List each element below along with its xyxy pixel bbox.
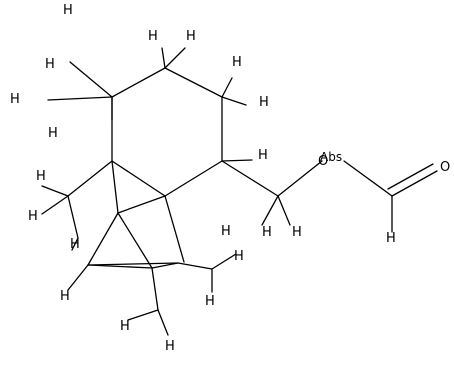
h-label-12: H — [70, 237, 80, 252]
o-label-carbonyl: O — [440, 160, 450, 175]
bond-c6-cx — [111, 160, 119, 214]
bond-h-ca-b — [41, 195, 69, 215]
bond-c5-cx — [117, 195, 166, 214]
bond-co-1 — [391, 170, 438, 197]
bond-h-ch2a — [277, 195, 291, 226]
bond-cc-ce — [87, 262, 179, 266]
bond-layer — [41, 47, 438, 336]
bond-h-c3a — [221, 77, 233, 98]
bond-c1-me1-b — [47, 96, 113, 101]
h-label-16: H — [234, 249, 244, 264]
o-label-ester: O — [318, 154, 328, 169]
bond-ch2-o — [277, 160, 323, 197]
bond-o-c — [343, 160, 393, 197]
bond-h-me-b — [157, 309, 169, 336]
bond-co-2 — [387, 163, 434, 190]
bond-h-ca-a — [41, 185, 69, 197]
h-label-4: H — [48, 126, 58, 141]
h-label-20: H — [120, 319, 130, 334]
bond-c4-ch2 — [221, 160, 279, 197]
bond-cc-cd-1 — [87, 264, 153, 269]
bond-h-cc — [67, 264, 89, 291]
h-label-9: H — [258, 148, 268, 163]
bond-h-c4 — [221, 159, 253, 162]
bond-ca-cb — [67, 195, 79, 239]
bond-cd-me — [151, 267, 159, 311]
h-label-10: H — [36, 169, 46, 184]
h-label-7: H — [232, 55, 242, 70]
h-label-5: H — [148, 29, 158, 44]
h-label-15: H — [221, 224, 231, 239]
bond-c2-c3 — [164, 67, 223, 98]
bond-h-c2b — [164, 47, 186, 69]
bond-h-ch2b — [261, 195, 279, 226]
bond-ce-me — [177, 262, 213, 270]
bond-c6-ca — [67, 160, 113, 197]
bond-c4-c5 — [164, 160, 223, 197]
h-label-11: H — [28, 209, 38, 224]
bond-h-c2a — [161, 47, 166, 69]
h-label-2: H — [45, 57, 55, 72]
bond-c5-ce — [164, 195, 185, 263]
h-label-19: H — [60, 289, 70, 304]
h-label-3: H — [10, 92, 20, 107]
h-label-13: H — [262, 225, 272, 240]
h-label-18: H — [386, 231, 396, 246]
bond-h-c3b — [221, 96, 247, 106]
stereo-abs-flag: Abs — [320, 150, 342, 164]
h-label-8: H — [259, 95, 269, 110]
bond-c1-c2 — [111, 67, 166, 98]
bond-h-cb-a — [71, 237, 79, 251]
h-label-6: H — [186, 29, 196, 44]
h-label-21: H — [165, 339, 175, 354]
bond-cd-ce — [151, 262, 179, 269]
bond-cx-cc — [87, 212, 119, 266]
bond-me-h2 — [211, 253, 237, 270]
h-label-17: H — [205, 294, 215, 309]
h-label-14: H — [292, 225, 302, 240]
bond-c5-c6 — [111, 160, 166, 197]
bond-c1-me1-a — [69, 61, 113, 98]
h-label-1: H — [63, 3, 73, 18]
bond-cx-cd — [117, 212, 153, 269]
bond-h-me-a — [127, 309, 159, 321]
